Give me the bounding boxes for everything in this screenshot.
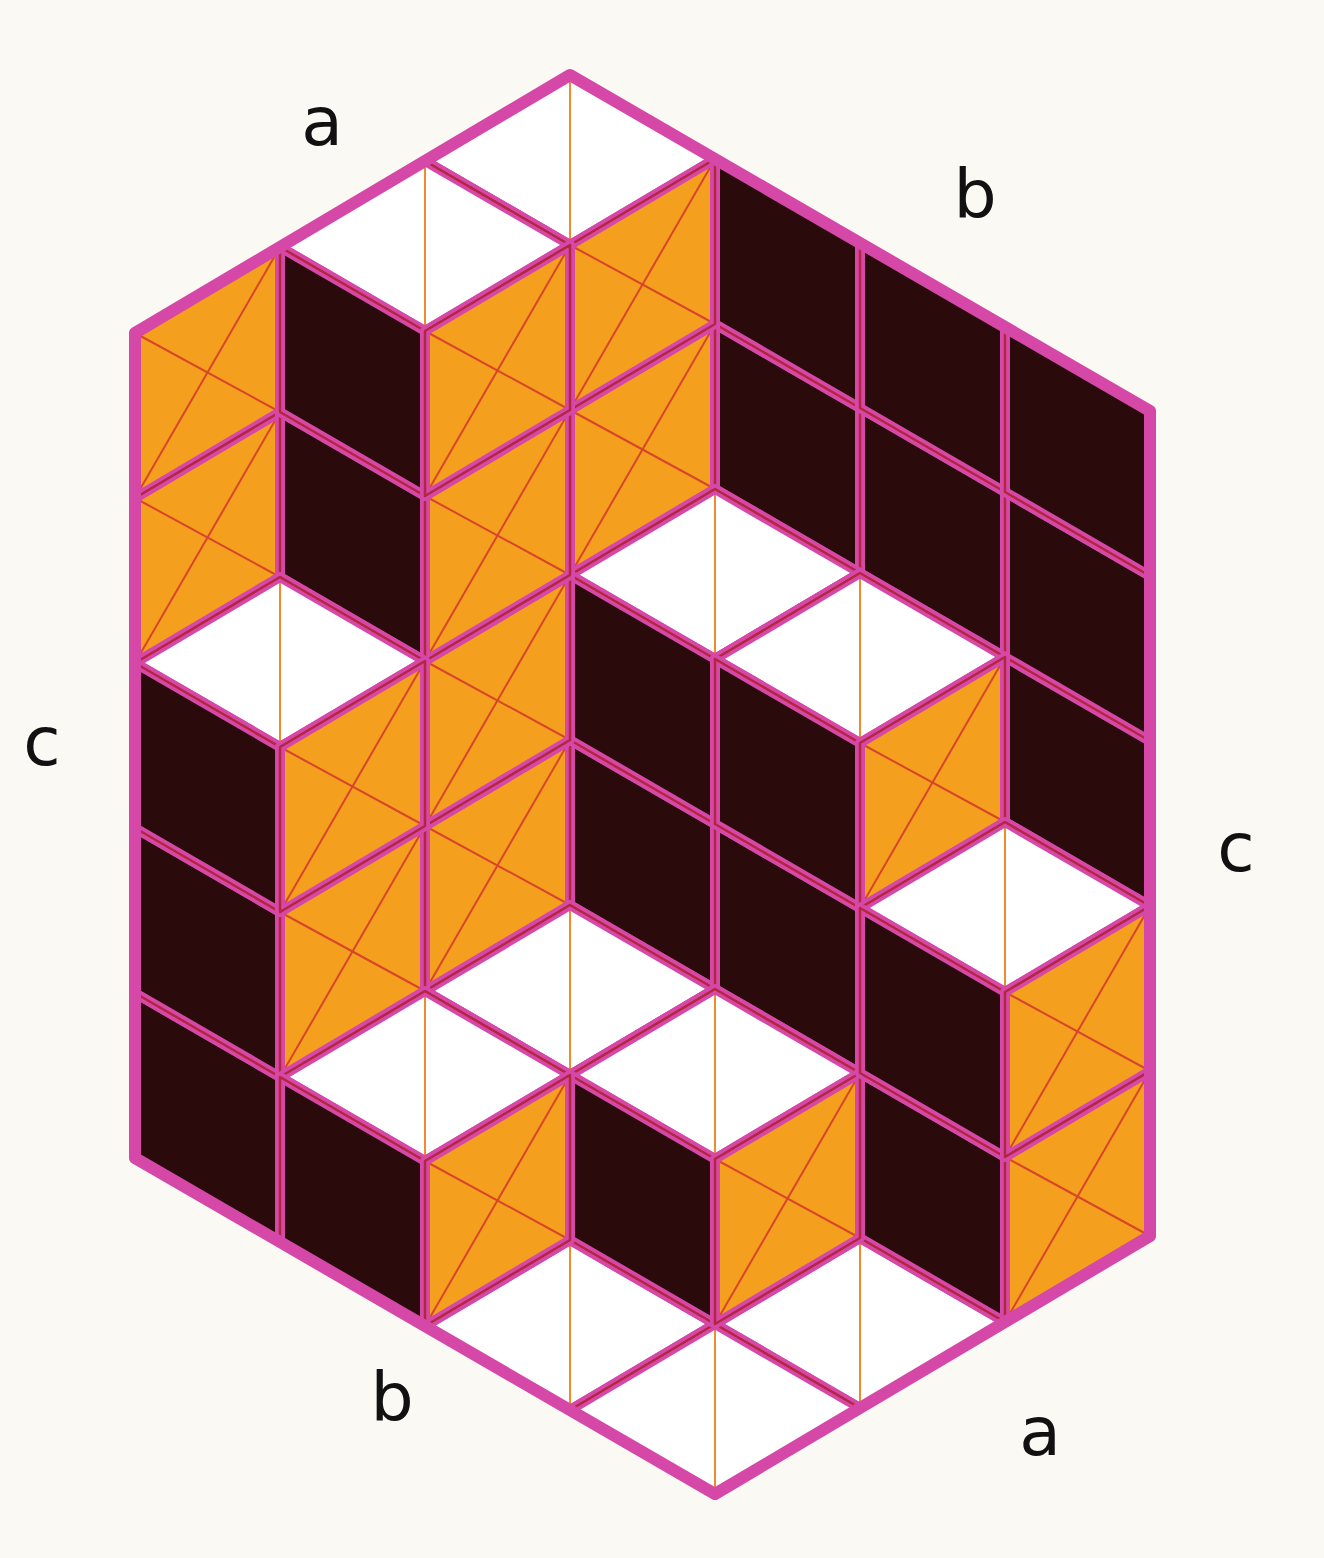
guide-line (569, 1240, 571, 1410)
dark-face-fill (715, 659, 860, 908)
guide-line (424, 991, 426, 1161)
face-outline-core (715, 1073, 860, 1324)
guide-line (1005, 906, 1150, 1157)
guide-line (714, 989, 716, 1159)
top-face-fill (570, 1324, 860, 1494)
face-outline-core (425, 1075, 570, 1326)
guide-line (135, 333, 280, 412)
face-outline (715, 659, 860, 908)
face-outline (280, 247, 425, 496)
guide-line (714, 1324, 716, 1494)
guide-line (1004, 822, 1006, 992)
guide-line (1005, 992, 1150, 1071)
guide-line (859, 573, 861, 743)
face-outline (135, 663, 280, 912)
guide-line (424, 161, 426, 331)
guide-line (570, 245, 715, 324)
guide-line (425, 661, 570, 740)
face-outline (715, 1073, 860, 1324)
dark-face-fill (860, 908, 1005, 1157)
side-label: a (1019, 1398, 1061, 1466)
orange-face-fill (280, 661, 425, 912)
orange-face-fill (425, 1075, 570, 1326)
dark-face-fill (280, 247, 425, 496)
guide-line (570, 410, 715, 489)
guide-line (715, 1073, 860, 1324)
side-label: a (301, 88, 343, 156)
orange-face-fill (715, 1073, 860, 1324)
face-outline-core (570, 575, 715, 824)
face-outline (570, 1075, 715, 1324)
guide-line (425, 245, 570, 496)
face-outline-core (425, 245, 570, 496)
guide-line (425, 496, 570, 575)
side-label: c (1217, 814, 1254, 882)
guide-line (860, 743, 1005, 822)
face-outline-core (860, 908, 1005, 1157)
face-outline (1005, 906, 1150, 1157)
face-outline-core (135, 663, 280, 912)
dark-face-fill (570, 1075, 715, 1324)
guide-line (570, 159, 715, 410)
guide-line (425, 826, 570, 905)
guide-line (569, 75, 571, 245)
face-outline-core (280, 661, 425, 912)
guide-line (280, 912, 425, 991)
side-label: b (370, 1364, 413, 1432)
orange-face-fill (425, 245, 570, 496)
guide-line (280, 661, 425, 912)
face-outline-core (570, 1075, 715, 1324)
guide-line (425, 1161, 570, 1240)
face-outline-core (570, 1324, 860, 1494)
guide-line (425, 1075, 570, 1326)
hexagon-outline (135, 75, 1150, 1494)
face-outline-core (1005, 906, 1150, 1157)
guide-line (715, 1159, 860, 1238)
guide-line (279, 577, 281, 747)
orange-face-fill (570, 159, 715, 410)
guide-line (714, 489, 716, 659)
face-outline-core (715, 659, 860, 908)
face-outline (280, 661, 425, 912)
guide-line (425, 331, 570, 410)
side-label: b (953, 161, 996, 229)
guide-line (1005, 1157, 1150, 1236)
face-outline (570, 1324, 860, 1494)
orange-face-fill (1005, 906, 1150, 1157)
face-outline-core (570, 159, 715, 410)
face-outline (570, 575, 715, 824)
side-label: c (23, 708, 60, 776)
face-outline (425, 1075, 570, 1326)
dark-face-fill (570, 575, 715, 824)
face-outline (570, 159, 715, 410)
dark-face-fill (135, 663, 280, 912)
face-outline (860, 908, 1005, 1157)
guide-line (280, 747, 425, 826)
guide-line (135, 498, 280, 577)
guide-line (569, 905, 571, 1075)
face-outline-core (280, 247, 425, 496)
face-outline (425, 245, 570, 496)
guide-line (859, 1238, 861, 1408)
